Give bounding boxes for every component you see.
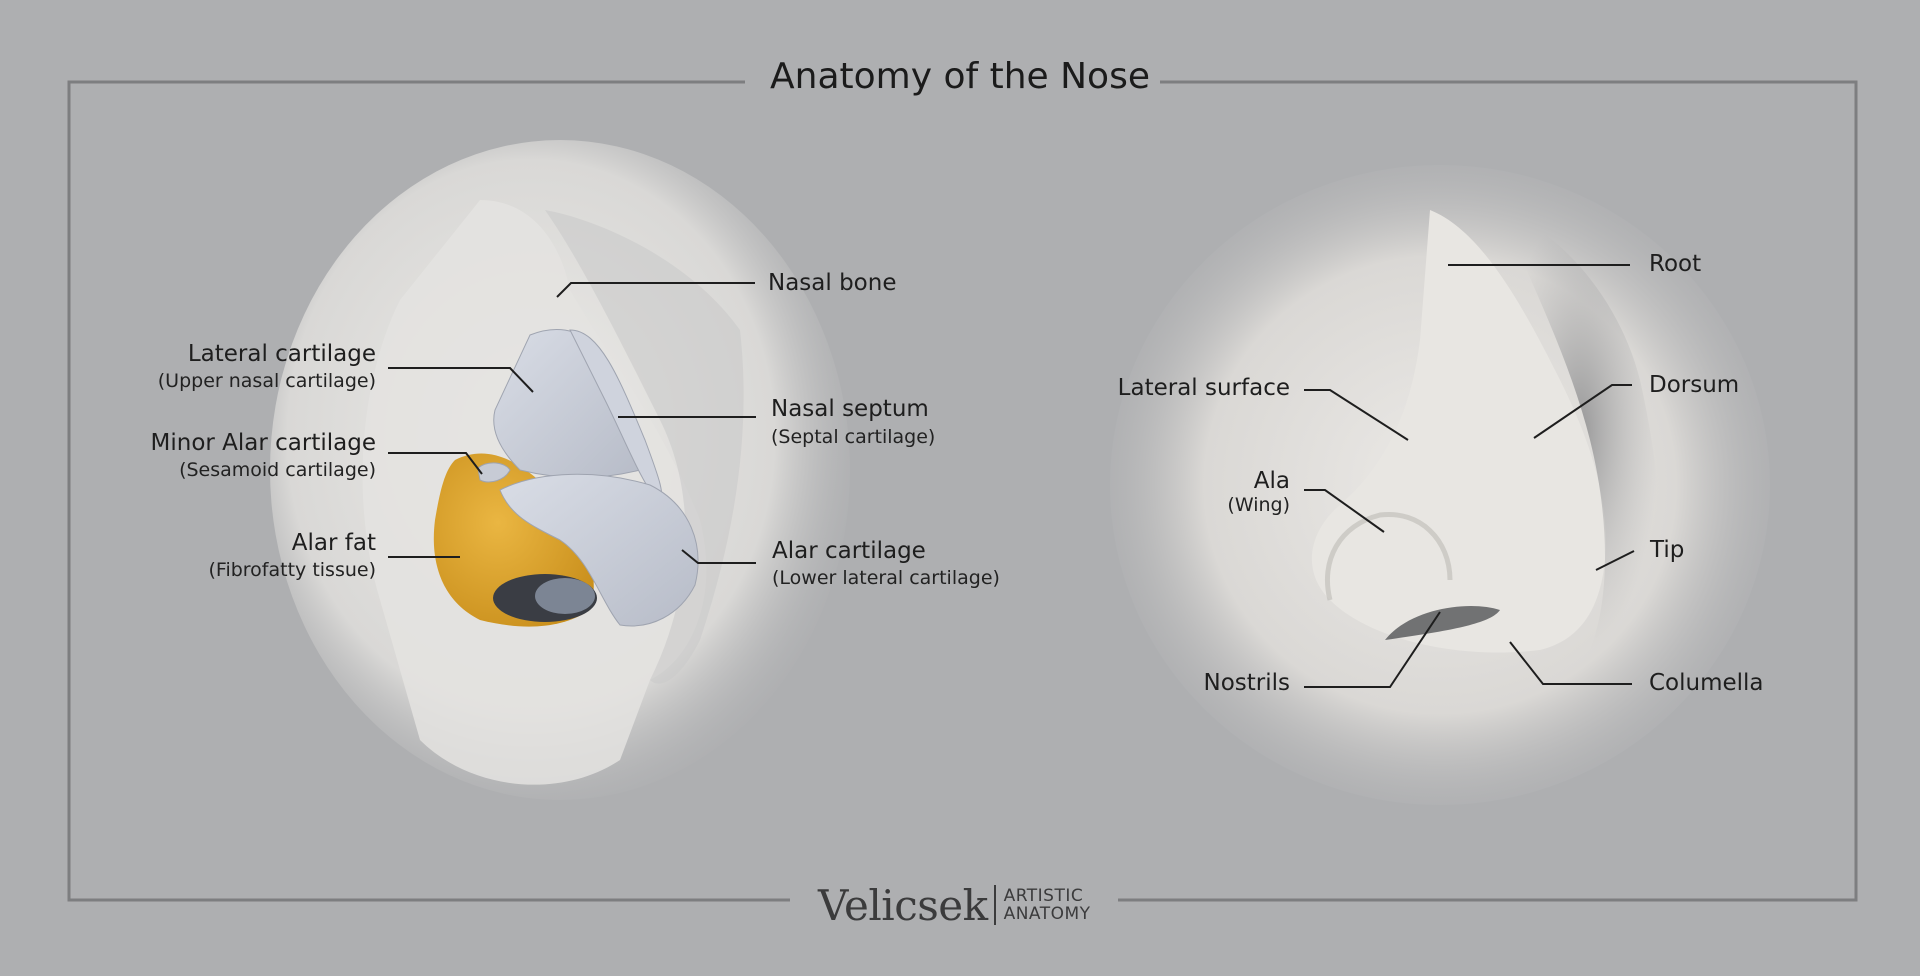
left-nose-illustration — [270, 140, 850, 800]
label-alar-fat: Alar fat — [291, 530, 376, 556]
label-tip: Tip — [1650, 537, 1685, 563]
label-lateral-cartilage-sub: (Upper nasal cartilage) — [157, 370, 376, 392]
leader-lateral-cartilage — [388, 367, 534, 393]
logo-tagline: ARTISTIC ANATOMY — [1004, 887, 1091, 923]
logo-brand: Velicsek — [818, 880, 988, 930]
label-alar-cartilage-sub: (Lower lateral cartilage) — [772, 567, 1000, 589]
logo-tag-line1: ARTISTIC — [1003, 886, 1084, 906]
label-alar-cartilage: Alar cartilage — [772, 538, 926, 564]
label-minor-alar-cartilage: Minor Alar cartilage — [150, 430, 376, 456]
label-dorsum: Dorsum — [1649, 372, 1740, 398]
logo-tag-line2: ANATOMY — [1003, 904, 1091, 924]
logo-divider — [993, 885, 996, 925]
right-leader-lines — [1304, 264, 1635, 688]
leader-ala — [1304, 489, 1385, 533]
leader-nostrils — [1304, 611, 1441, 688]
left-leader-lines — [388, 282, 756, 564]
label-alar-fat-sub: (Fibrofatty tissue) — [208, 559, 376, 581]
diagram-title: Anatomy of the Nose — [770, 56, 1150, 97]
label-minor-alar-cartilage-sub: (Sesamoid cartilage) — [179, 459, 376, 481]
leader-alar-cartilage — [681, 549, 756, 564]
right-nose-illustration — [1110, 165, 1770, 805]
velicsek-logo: Velicsek ARTISTIC ANATOMY — [818, 880, 1091, 930]
leader-minor-alar — [388, 452, 483, 475]
label-lateral-surface: Lateral surface — [1117, 375, 1290, 401]
label-root: Root — [1649, 251, 1702, 277]
leader-tip — [1595, 550, 1635, 571]
frame-border — [67, 80, 1858, 902]
leader-columella — [1509, 641, 1632, 685]
label-nasal-bone: Nasal bone — [768, 270, 897, 296]
leader-dorsum — [1533, 384, 1632, 439]
label-nasal-septum-sub: (Septal cartilage) — [771, 426, 936, 448]
label-columella: Columella — [1649, 670, 1764, 696]
label-ala-sub: (Wing) — [1227, 494, 1290, 516]
leader-lateral-surface — [1304, 389, 1409, 441]
label-nostrils: Nostrils — [1203, 670, 1291, 696]
label-lateral-cartilage: Lateral cartilage — [187, 341, 376, 367]
leader-nasal-bone — [556, 282, 755, 298]
label-ala: Ala — [1253, 468, 1290, 494]
label-nasal-septum: Nasal septum — [771, 396, 929, 422]
